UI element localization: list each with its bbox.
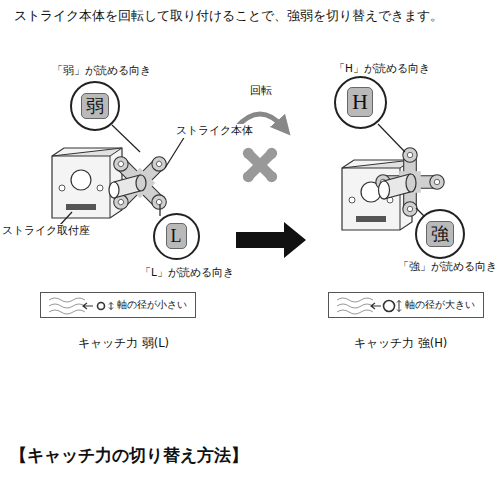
- note-box: 軸の径が大きい: [328, 292, 484, 318]
- magnifier-circle: L: [153, 213, 200, 260]
- heading: ストライク本体を回転して取り付けることで、強弱を切り替えできます。: [14, 8, 443, 25]
- orientation-mark: H: [347, 87, 373, 117]
- callout-label: キャッチ力 弱(L): [78, 336, 169, 351]
- note-text: 軸の径が小さい: [117, 298, 187, 312]
- callout-label: ストライク取付座: [2, 224, 90, 238]
- callout-label: 「H」が読める向き: [334, 62, 430, 76]
- orientation-mark: 弱: [81, 93, 109, 119]
- leader-lines: [60, 124, 426, 225]
- strike-icon: [229, 134, 291, 196]
- shaft-symbol: [45, 293, 117, 317]
- strike-body: [376, 148, 444, 216]
- magnifier-circle: H: [334, 76, 387, 129]
- orientation-mark: L: [166, 223, 187, 249]
- callout-label: 「弱」が読める向き: [52, 64, 151, 78]
- section-heading: 【キャッチ力の切り替え方法】: [10, 444, 248, 467]
- transition-arrow: [236, 222, 306, 258]
- callout-label: 「強」が読める向き: [398, 260, 497, 274]
- note-box: 軸の径が小さい: [40, 292, 196, 318]
- note-text: 軸の径が大きい: [405, 298, 475, 312]
- shaft-symbol: [333, 293, 405, 317]
- magnifier-circle: 強: [415, 209, 465, 259]
- strike-shaft: [109, 175, 146, 198]
- orientation-mark: 強: [426, 221, 454, 247]
- strike-shaft: [379, 174, 417, 199]
- callout-label: キャッチ力 強(H): [354, 336, 447, 351]
- callout-label: 「L」が読める向き: [140, 266, 234, 280]
- callout-label: 回転: [250, 84, 272, 98]
- mounting-plate: [52, 148, 122, 218]
- magnifier-circle: 弱: [70, 81, 120, 131]
- callout-label: ストライク本体: [176, 124, 253, 138]
- mounting-plate: [342, 160, 412, 230]
